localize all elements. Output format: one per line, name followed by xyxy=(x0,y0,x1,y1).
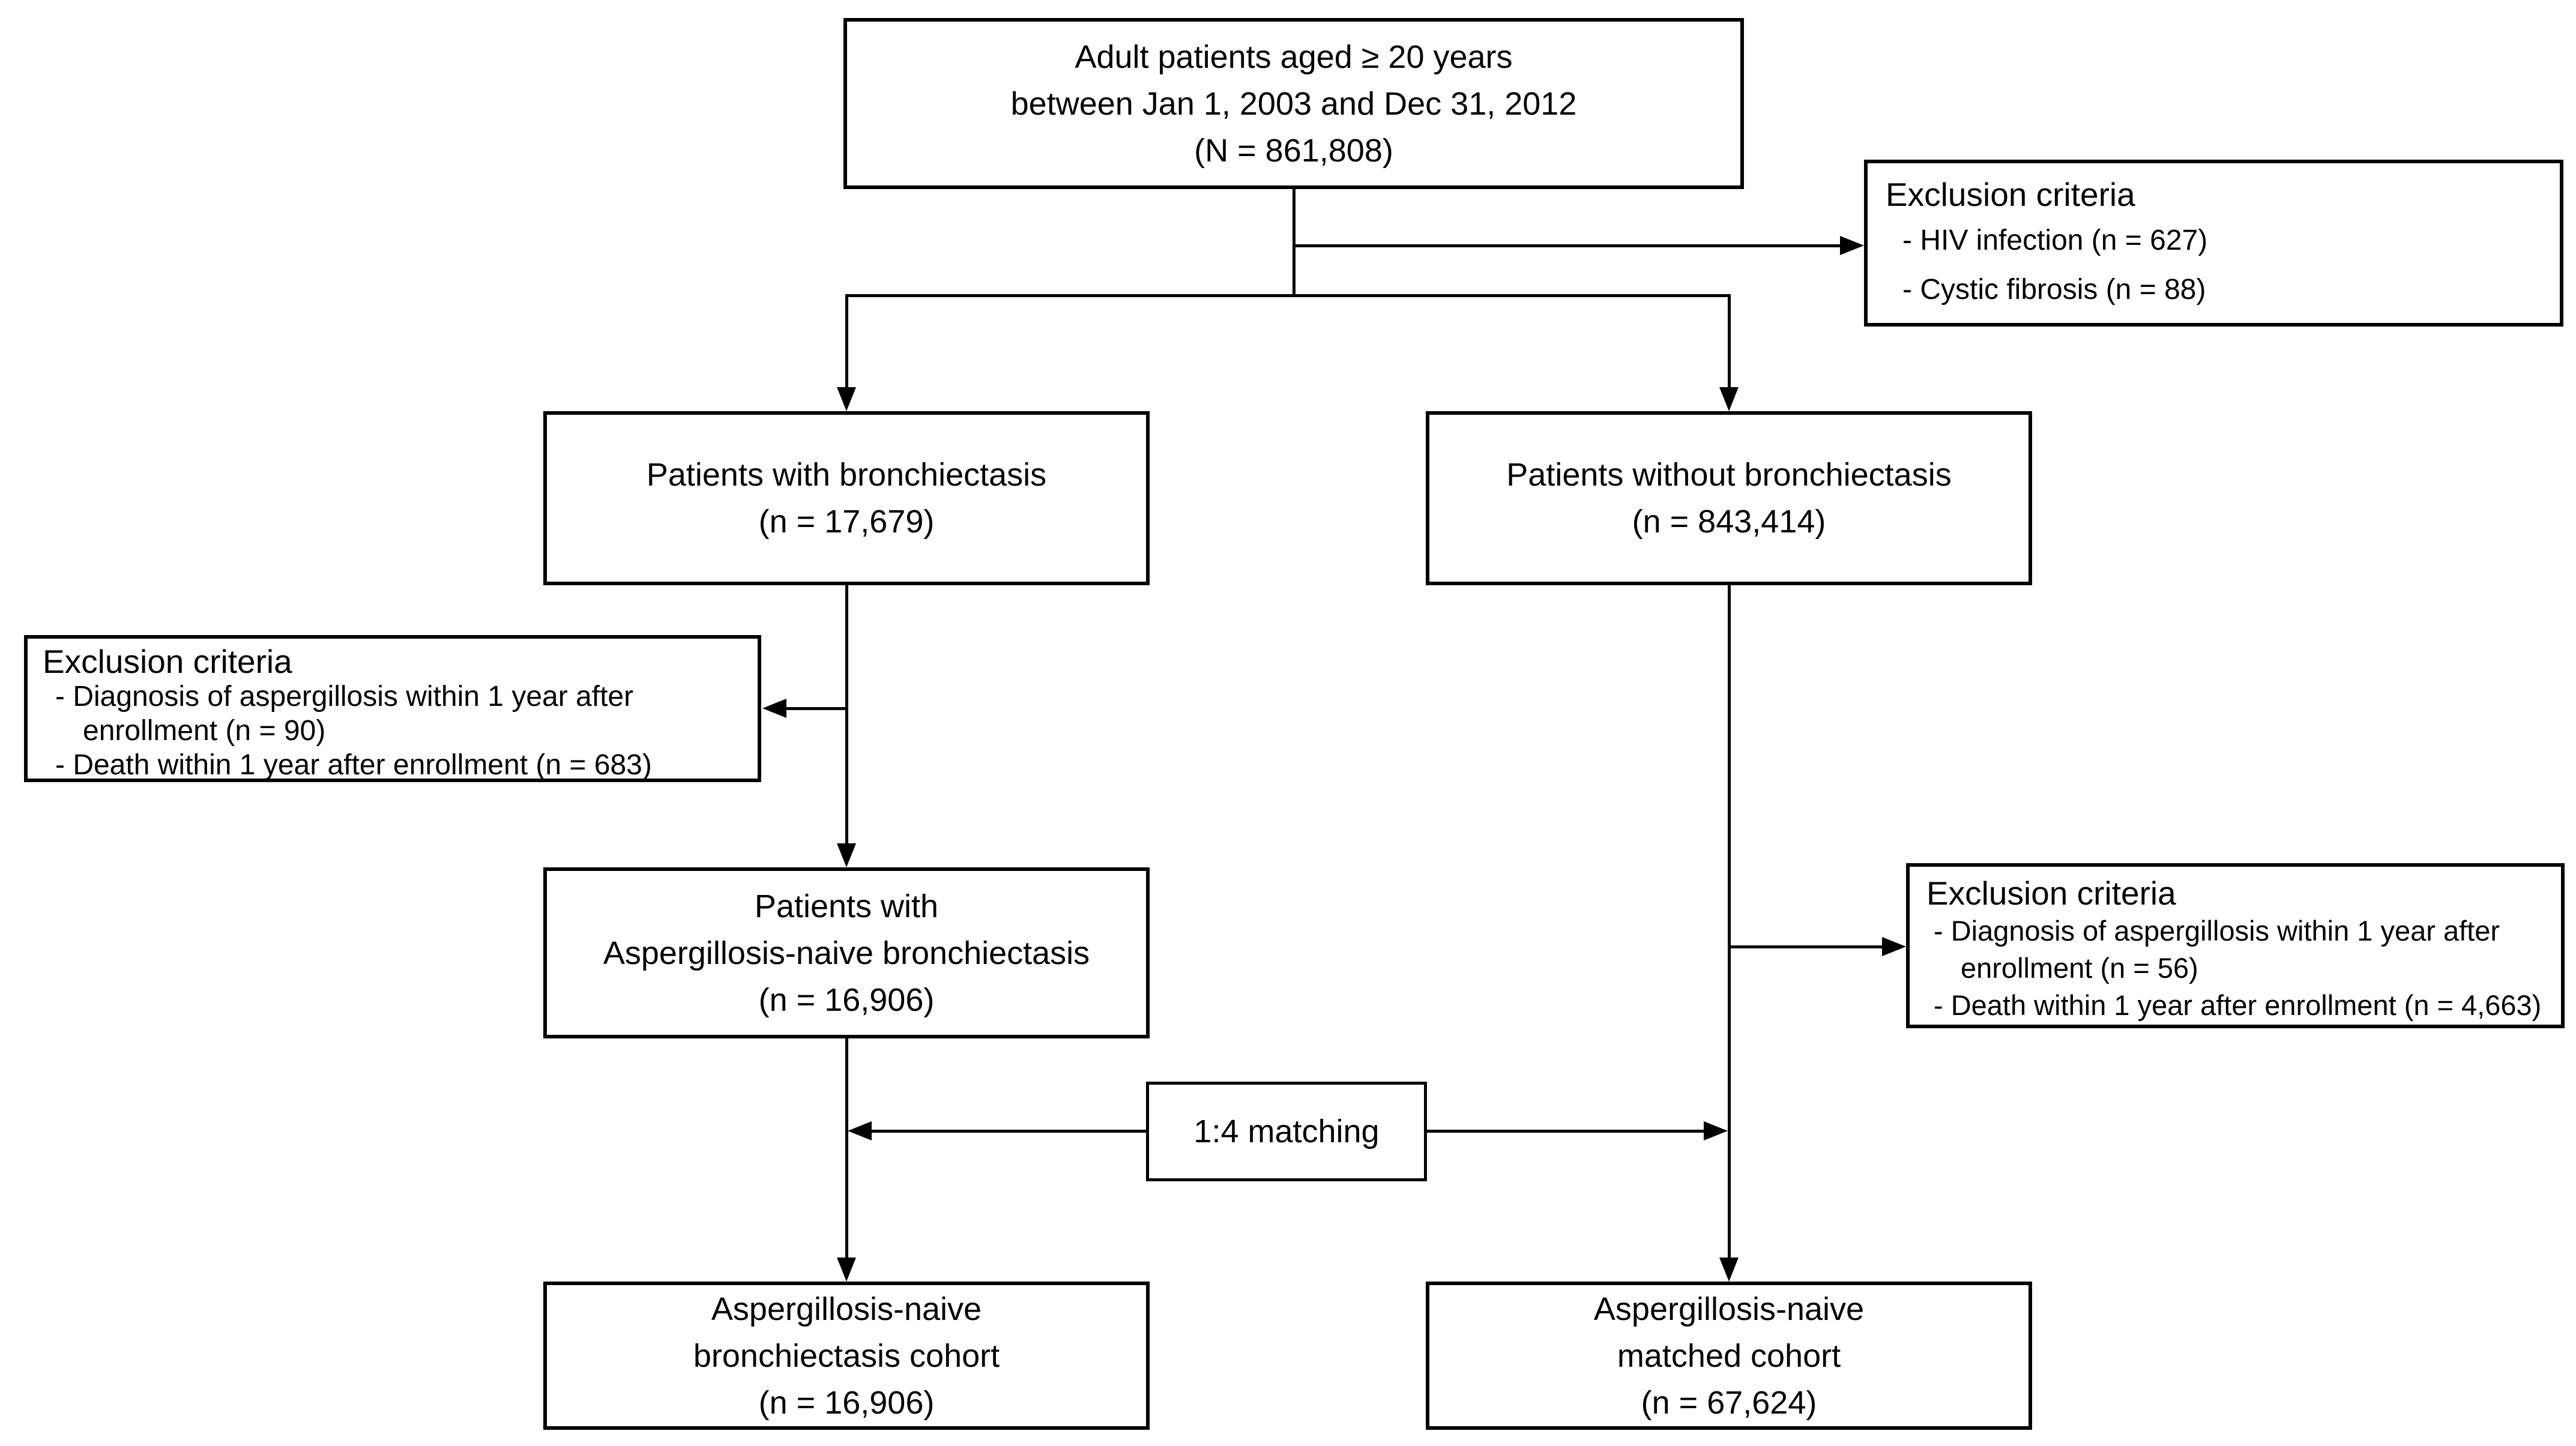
connector-exclusion-right xyxy=(1728,945,1883,948)
arrowhead-branch-right xyxy=(1719,387,1739,411)
arrowhead-cohort-left xyxy=(837,1258,856,1282)
connector-left-bottom xyxy=(845,1038,848,1259)
no-bronchiectasis-count: (n = 843,414) xyxy=(1632,504,1826,540)
exclusion-left-box: Exclusion criteria - Diagnosis of asperg… xyxy=(24,635,761,782)
arrowhead-branch-left xyxy=(837,387,856,411)
arrowhead-cohort-right xyxy=(1719,1258,1739,1282)
connector-split xyxy=(845,294,1730,297)
arrowhead-exclusion-left xyxy=(762,699,786,718)
arrowhead-mid-left xyxy=(837,843,856,867)
enrollment-line: between Jan 1, 2003 and Dec 31, 2012 xyxy=(1010,85,1577,122)
aspergillosis-naive-bronchiectasis-box: Patients with Aspergillosis-naive bronch… xyxy=(543,867,1150,1038)
connector-left-mid xyxy=(845,585,848,845)
connector-drop-left xyxy=(845,294,848,388)
enrollment-box: Adult patients aged ≥ 20 years between J… xyxy=(843,18,1744,189)
connector-drop-right xyxy=(1728,294,1731,388)
cohort-right-count: (n = 67,624) xyxy=(1641,1384,1817,1421)
exclusion-item: - Diagnosis of aspergillosis within 1 ye… xyxy=(55,681,634,747)
arrowhead-matching-right xyxy=(1704,1121,1728,1140)
matching-box: 1:4 matching xyxy=(1146,1082,1427,1181)
exclusion-item: - Death within 1 year after enrollment (… xyxy=(1934,989,2542,1021)
aspergillosis-naive-count: (n = 16,906) xyxy=(758,981,935,1018)
exclusion-title: Exclusion criteria xyxy=(43,643,292,680)
connector-matching-right xyxy=(1427,1130,1705,1133)
bronchiectasis-line: Patients with bronchiectasis xyxy=(646,457,1047,493)
cohort-left-count: (n = 16,906) xyxy=(758,1384,935,1421)
enrollment-line: Adult patients aged ≥ 20 years xyxy=(1075,38,1513,75)
enrollment-count: (N = 861,808) xyxy=(1194,132,1393,169)
connector-right-long xyxy=(1728,585,1731,1259)
bronchiectasis-cohort-box: Aspergillosis-naive bronchiectasis cohor… xyxy=(543,1282,1150,1430)
exclusion-item: - Diagnosis of aspergillosis within 1 ye… xyxy=(1934,915,2500,984)
cohort-left-line: bronchiectasis cohort xyxy=(693,1337,1000,1374)
exclusion-right-box: Exclusion criteria - Diagnosis of asperg… xyxy=(1906,863,2565,1028)
exclusion-item: - HIV infection (n = 627) xyxy=(1902,224,2208,256)
cohort-left-line: Aspergillosis-naive xyxy=(711,1291,982,1327)
arrowhead-exclusion-right xyxy=(1882,937,1906,956)
no-bronchiectasis-line: Patients without bronchiectasis xyxy=(1506,457,1952,493)
arrowhead-exclusion-top xyxy=(1840,236,1864,255)
matching-label: 1:4 matching xyxy=(1193,1113,1380,1149)
aspergillosis-naive-line: Patients with xyxy=(754,888,939,924)
exclusion-top-box: Exclusion criteria - HIV infection (n = … xyxy=(1864,160,2563,327)
bronchiectasis-count: (n = 17,679) xyxy=(758,504,935,540)
no-bronchiectasis-box: Patients without bronchiectasis (n = 843… xyxy=(1426,411,2032,585)
connector-exclusion-top xyxy=(1293,244,1841,247)
connector-exclusion-left xyxy=(785,707,848,710)
exclusion-title: Exclusion criteria xyxy=(1886,176,2135,213)
exclusion-item: - Cystic fibrosis (n = 88) xyxy=(1902,274,2206,306)
cohort-right-line: matched cohort xyxy=(1617,1337,1841,1374)
arrowhead-matching-left xyxy=(848,1121,872,1140)
connector-matching-left xyxy=(870,1130,1146,1133)
aspergillosis-naive-line: Aspergillosis-naive bronchiectasis xyxy=(603,935,1090,971)
exclusion-title: Exclusion criteria xyxy=(1926,875,2176,912)
cohort-right-line: Aspergillosis-naive xyxy=(1593,1291,1865,1327)
connector-top-vertical xyxy=(1293,189,1296,297)
matched-cohort-box: Aspergillosis-naive matched cohort (n = … xyxy=(1426,1282,2032,1430)
exclusion-item: - Death within 1 year after enrollment (… xyxy=(55,749,652,781)
bronchiectasis-box: Patients with bronchiectasis (n = 17,679… xyxy=(543,411,1150,585)
